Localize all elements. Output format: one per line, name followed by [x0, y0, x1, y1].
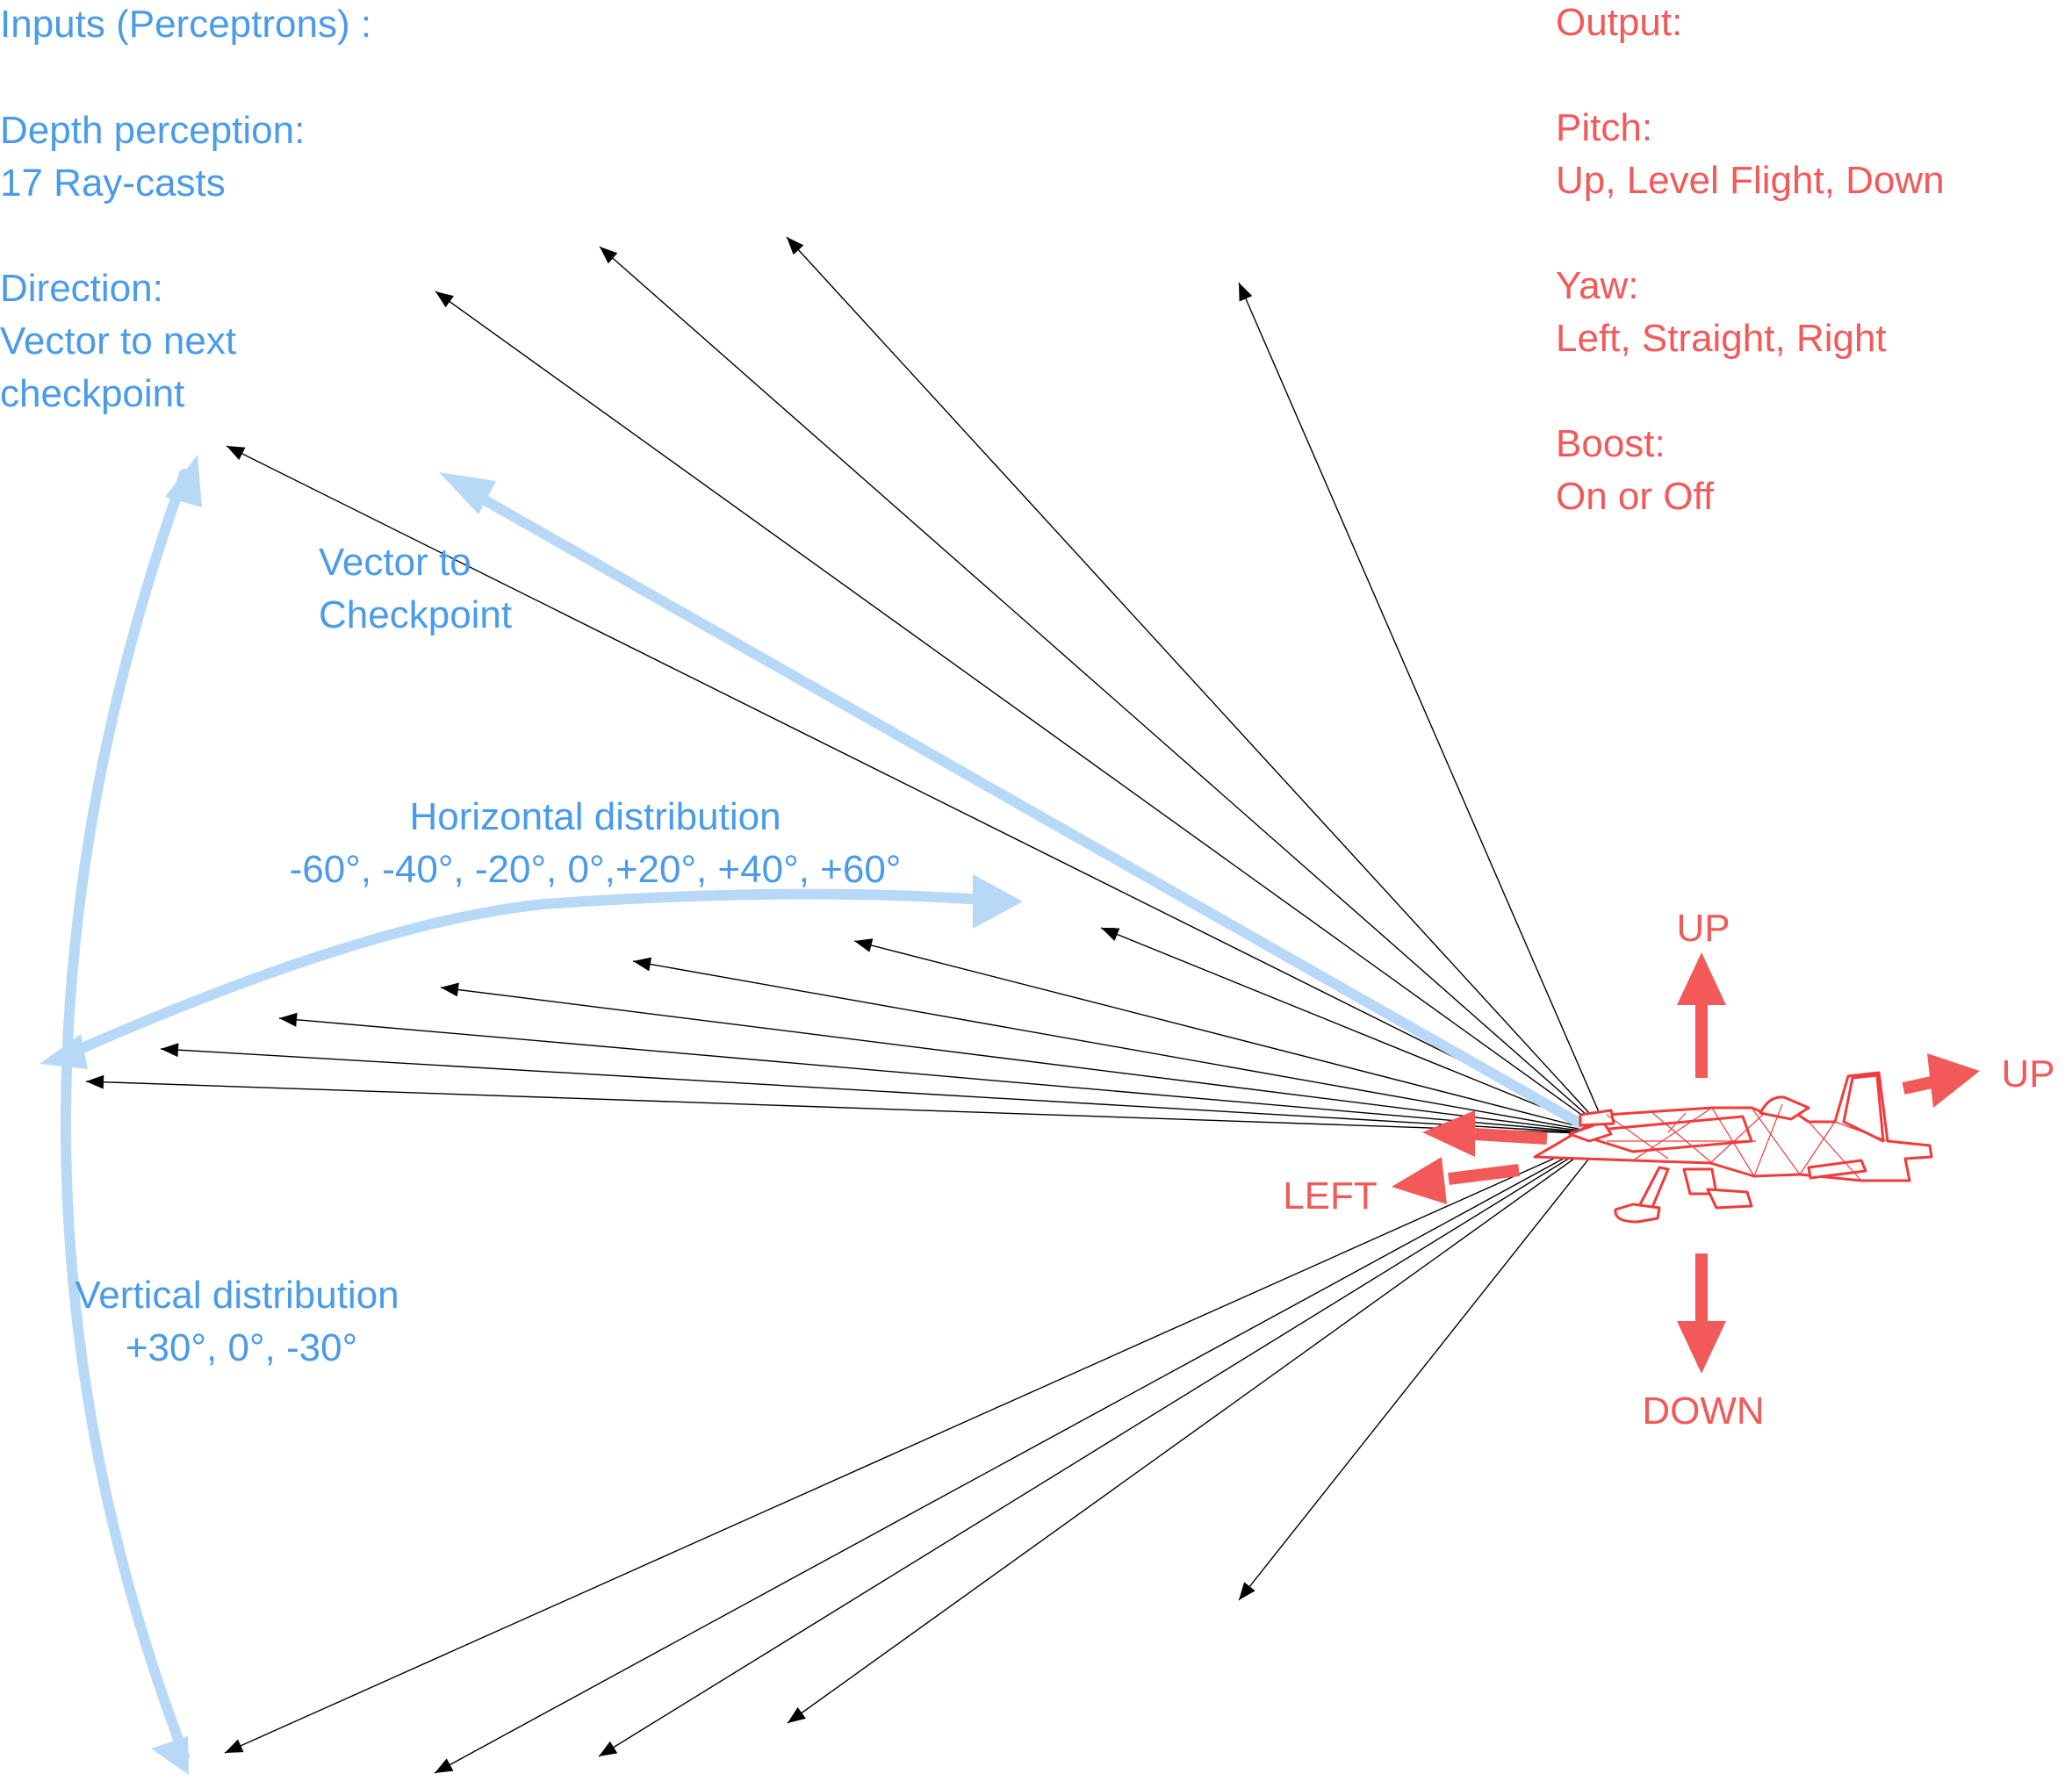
vector-label-line2: Checkpoint — [319, 593, 512, 636]
raycast-arrowhead — [86, 1074, 104, 1089]
raycast-line — [853, 940, 1609, 1135]
inputs-heading: Inputs (Perceptrons) : — [0, 3, 371, 46]
yaw-left-arrow-lower — [1392, 1157, 1520, 1204]
horizontal-distribution-arc — [40, 874, 1023, 1069]
pitch-up-label: UP — [1676, 907, 1730, 950]
depth-title: Depth perception: — [0, 109, 305, 152]
vertical-distribution-arc — [61, 455, 202, 1775]
raycast-line — [787, 1133, 1609, 1724]
raycast-arrowhead — [1239, 283, 1253, 302]
raycast-line — [1100, 927, 1609, 1135]
pitch-title: Pitch: — [1556, 106, 1652, 149]
vector-label-line1: Vector to — [319, 541, 471, 584]
pitch-down-label: DOWN — [1642, 1390, 1764, 1433]
raycast-arrowhead — [227, 446, 246, 461]
raycast-line — [440, 987, 1609, 1135]
raycast-arrowhead — [435, 1758, 454, 1773]
raycast-line — [786, 236, 1609, 1135]
raycast-arrowhead — [633, 957, 652, 972]
vertical-title: Vertical distribution — [75, 1274, 399, 1317]
raycast-line — [632, 960, 1609, 1135]
direction-line2: checkpoint — [0, 372, 184, 415]
pitch-values: Up, Level Flight, Down — [1556, 159, 1945, 202]
raycast-arrowhead — [787, 237, 804, 255]
raycast-arrowhead — [1239, 1582, 1255, 1600]
boost-title: Boost: — [1556, 422, 1666, 465]
pitch-up-arrow — [1677, 952, 1726, 1078]
yaw-left-arrow-upper — [1422, 1110, 1548, 1157]
raycast-line — [278, 1017, 1609, 1135]
yaw-title: Yaw: — [1556, 264, 1639, 307]
raycast-lines — [85, 236, 1609, 1774]
pitch-down-arrow — [1677, 1253, 1726, 1374]
raycast-arrowhead — [600, 247, 618, 264]
raycast-arrowhead — [441, 982, 459, 997]
horizontal-title: Horizontal distribution — [409, 795, 781, 838]
raycast-arrowhead — [161, 1043, 179, 1058]
raycast-line — [598, 1133, 1609, 1757]
outputs-panel: Output: Pitch: Up, Level Flight, Down Ya… — [1556, 1, 1945, 518]
raycast-arrowhead — [279, 1012, 298, 1027]
raycast-line — [1238, 1133, 1609, 1601]
depth-value: 17 Ray-casts — [0, 162, 226, 205]
yaw-left-label: LEFT — [1283, 1174, 1378, 1217]
raycast-line — [434, 1133, 1609, 1774]
raycast-arrowhead — [854, 938, 874, 952]
vector-to-checkpoint-arrow — [439, 472, 1586, 1129]
boost-arrow — [1902, 1053, 1980, 1108]
raycast-line — [85, 1081, 1609, 1135]
raycast-line — [1238, 282, 1609, 1135]
vertical-values: +30°, 0°, -30° — [126, 1326, 357, 1369]
horizontal-values: -60°, -40°, -20°, 0°,+20°, +40°, +60° — [290, 848, 902, 891]
raycast-line — [435, 291, 1609, 1135]
raycast-arrowhead — [225, 1739, 244, 1753]
raycast-arrowhead — [599, 1741, 618, 1756]
direction-title: Direction: — [0, 267, 163, 310]
yaw-values: Left, Straight, Right — [1556, 317, 1887, 360]
raycast-line — [160, 1048, 1609, 1135]
raycast-arrowhead — [1101, 928, 1120, 941]
outputs-heading: Output: — [1556, 1, 1682, 44]
boost-up-label: UP — [2001, 1052, 2054, 1095]
airplane-illustration — [1533, 1071, 1933, 1224]
raycast-line — [224, 1133, 1609, 1754]
raycast-line — [599, 246, 1609, 1135]
inputs-panel: Inputs (Perceptrons) : Depth perception:… — [0, 3, 371, 415]
direction-line1: Vector to next — [0, 320, 236, 363]
raycast-arrowhead — [788, 1706, 806, 1723]
boost-values: On or Off — [1556, 475, 1715, 518]
raycast-line — [226, 445, 1609, 1135]
raycast-arrowhead — [435, 291, 454, 308]
